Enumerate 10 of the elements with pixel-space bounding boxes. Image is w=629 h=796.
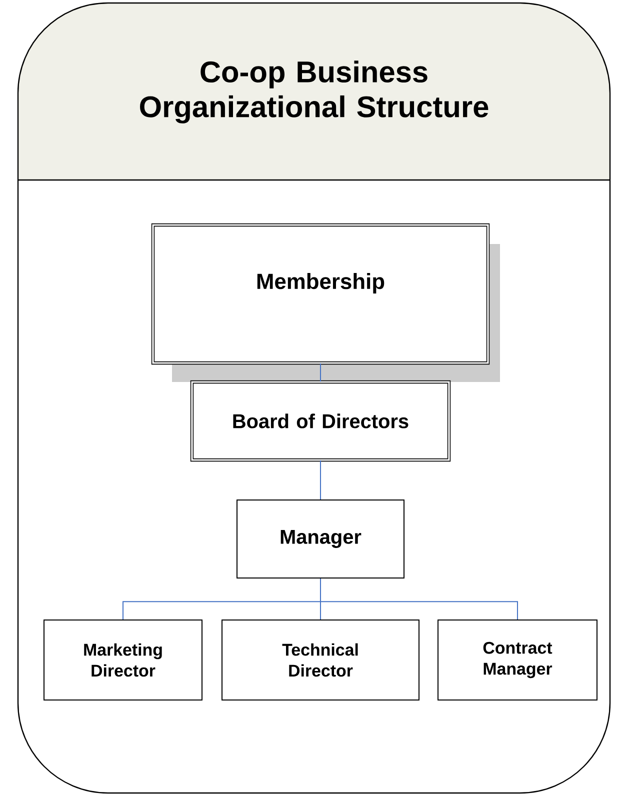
role-box: Marketing Director bbox=[44, 620, 202, 700]
role-box: Contract Manager bbox=[438, 620, 598, 700]
membership-box: Membership bbox=[151, 223, 490, 365]
connector-line bbox=[320, 578, 518, 620]
role-box: Technical Director bbox=[222, 620, 420, 700]
manager-box: Manager bbox=[236, 500, 404, 578]
board-box: Board of Directors bbox=[190, 380, 451, 462]
connector-line bbox=[320, 362, 321, 382]
title: Co-op Business Organizational Structure bbox=[140, 60, 488, 124]
connector-line bbox=[320, 460, 321, 500]
